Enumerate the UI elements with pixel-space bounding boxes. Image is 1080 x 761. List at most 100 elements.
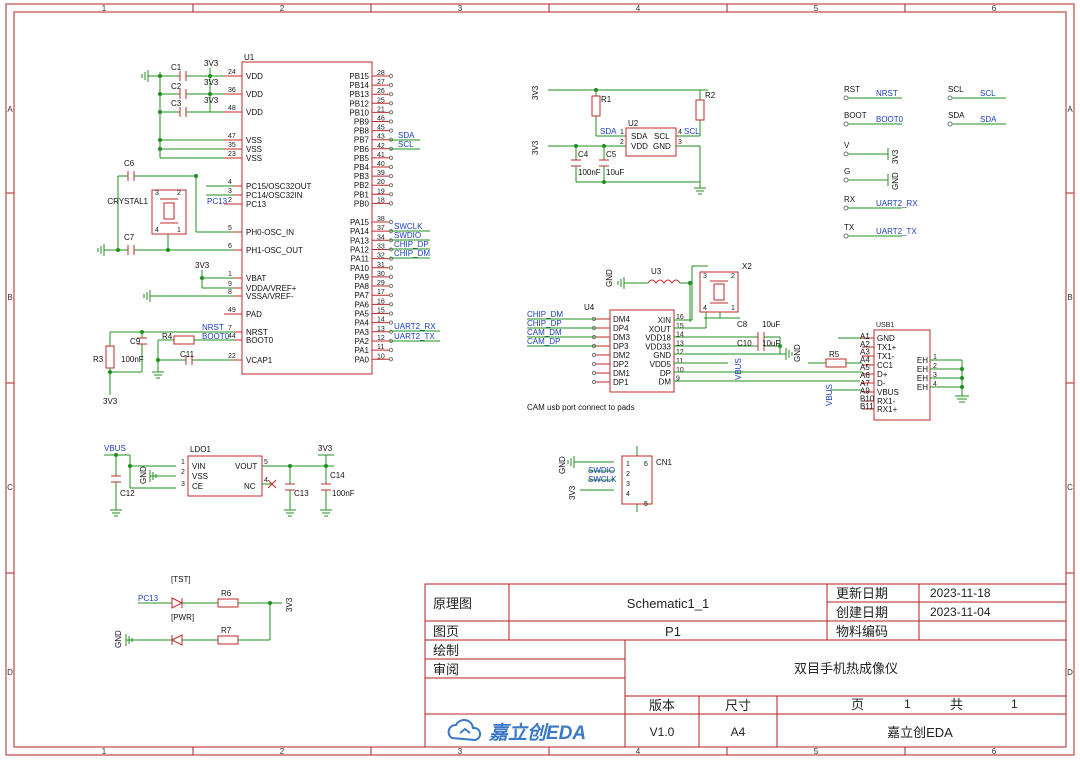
ldo-pn-5: 5 <box>264 459 268 466</box>
pad-tx[interactable] <box>843 233 849 239</box>
tb-lbl-updated: 更新日期 <box>836 586 888 601</box>
pad-sda[interactable] <box>947 121 953 127</box>
reset-network[interactable] <box>105 330 234 395</box>
c14-label: C14 <box>330 471 345 480</box>
u4-pin-12-number: 12 <box>676 349 684 356</box>
r6-label: R6 <box>221 589 232 598</box>
u1-pin-end <box>388 155 394 160</box>
u4-pin-DM: DM <box>659 378 672 387</box>
led-block[interactable] <box>125 597 282 646</box>
c1-c3-decoupling[interactable] <box>141 68 224 159</box>
gnd-cn1: GND <box>558 456 567 474</box>
ldo-block[interactable] <box>104 453 334 517</box>
outer-border <box>5 3 1075 756</box>
c3-label: C3 <box>171 99 182 108</box>
u1-pin-33-name: PA12 <box>350 245 370 254</box>
c6-label: C6 <box>124 159 135 168</box>
u2-pin-sda: SDA <box>631 132 648 141</box>
pad-net-sda: SDA <box>980 115 997 124</box>
cn1-connector[interactable] <box>567 446 653 512</box>
u1-pin-14-name: PA4 <box>354 319 369 328</box>
v3-label-2: 3V3 <box>204 78 219 87</box>
usb-pad-A5: A5 <box>860 363 870 372</box>
u4-pin-end <box>591 352 597 358</box>
ruler-col-5: 5 <box>814 4 819 13</box>
u1-pin-end <box>388 92 394 97</box>
u1-body <box>241 61 373 375</box>
u4-pin-DM2: DM2 <box>613 351 630 360</box>
u1-pin-18-name: PB0 <box>354 199 370 208</box>
u1-pin-2-name: PC13 <box>246 200 267 209</box>
i2c-block[interactable] <box>548 88 708 195</box>
u1-pin-21-number: 21 <box>377 106 385 113</box>
pad-boot[interactable] <box>843 121 849 127</box>
tb-lbl-version: 版本 <box>649 698 675 713</box>
u1-pin-end <box>388 256 394 261</box>
ruler-row-d-right: D <box>1067 668 1073 677</box>
usb-eh-number: 4 <box>933 381 937 388</box>
x2-ref: X2 <box>742 262 752 271</box>
u1-pin-4-number: 4 <box>228 179 232 186</box>
net-pc13-led: PC13 <box>138 594 159 603</box>
u1-pin-13-name: PA3 <box>354 328 369 337</box>
u1-pin-13-number: 13 <box>377 326 385 333</box>
pad-scl[interactable] <box>947 95 953 101</box>
r4-label: R4 <box>162 332 173 341</box>
u1-pin-45-name: PB8 <box>354 127 370 136</box>
v3-label-3: 3V3 <box>204 96 219 105</box>
ruler-col-5-bottom: 5 <box>814 747 819 756</box>
net-vbus-u4: VBUS <box>734 358 743 380</box>
pad-rx[interactable] <box>843 205 849 211</box>
pad-label-v: V <box>844 141 850 150</box>
u1-pin-40-number: 40 <box>377 161 385 168</box>
pad-net-uart2_tx: UART2_TX <box>876 227 917 236</box>
c7-label: C7 <box>124 233 135 242</box>
u1-pin-7-number: 7 <box>228 325 232 332</box>
tb-schematic-name: Schematic1_1 <box>627 596 709 611</box>
usb-connector[interactable]: GNDTX1+TX1-CC1D+D-VBUSRX1-RX1+A1A2A3A4A5… <box>808 329 969 421</box>
pad-v[interactable] <box>843 151 849 157</box>
usb-eh-label: EH <box>917 356 928 365</box>
u1-pin-end <box>388 73 394 79</box>
ruler-col-2: 2 <box>280 4 285 13</box>
r3-label: R3 <box>93 355 104 364</box>
pad-g[interactable] <box>843 177 849 183</box>
u4-pin-VDD33: VDD33 <box>645 342 671 351</box>
crystal-pin-1: 1 <box>177 227 181 234</box>
tb-company: 嘉立创EDA <box>887 725 953 740</box>
u1-pin-17-name: PA7 <box>354 291 369 300</box>
u1-pin-43-name: PB7 <box>354 136 370 145</box>
v3-led: 3V3 <box>285 597 294 612</box>
tb-lbl-page: 图页 <box>433 624 459 639</box>
r5-label: R5 <box>829 350 840 359</box>
usb-pin-VBUS: VBUS <box>877 388 899 397</box>
c8-value: 10uF <box>762 320 780 329</box>
u1-pin-10-name: PA0 <box>354 355 369 364</box>
usb-pin-TX1-: TX1- <box>877 352 895 361</box>
u4-pin-end <box>591 370 597 376</box>
u4-pin-16-number: 16 <box>676 314 684 321</box>
ruler-col-1: 1 <box>102 4 107 13</box>
u1-pin-15-name: PA5 <box>354 310 369 319</box>
net-chipdm-u1: CHIP_DM <box>394 249 430 258</box>
r1-label: R1 <box>601 95 612 104</box>
u4-pin-XIN: XIN <box>658 316 672 325</box>
u1-pin-23-number: 23 <box>228 151 236 158</box>
u1-mcu[interactable]: U1 VDD24VDD36VDD48VSS47VSS35VSS23PC15/OS… <box>224 53 394 375</box>
crystal-block[interactable] <box>97 171 234 256</box>
usb-pins: GNDTX1+TX1-CC1D+D-VBUSRX1-RX1+A1A2A3A4A5… <box>860 332 937 414</box>
u4-pin-DM3: DM3 <box>613 333 630 342</box>
u1-pin-37-number: 37 <box>377 225 385 232</box>
u1-pin-38-number: 38 <box>377 216 385 223</box>
ruler-col-1-bottom: 1 <box>102 747 107 756</box>
pad-rst[interactable] <box>843 95 849 101</box>
c10-value: 10uF <box>762 339 780 348</box>
usb-pad-A2: A2 <box>860 340 870 349</box>
u1-pin-34-name: PA13 <box>350 236 370 245</box>
cn1-pn-6: 6 <box>644 461 648 468</box>
u1-pin-29-name: PA8 <box>354 282 369 291</box>
u1-pin-4-name: PC15/OSC32OUT <box>246 182 311 191</box>
